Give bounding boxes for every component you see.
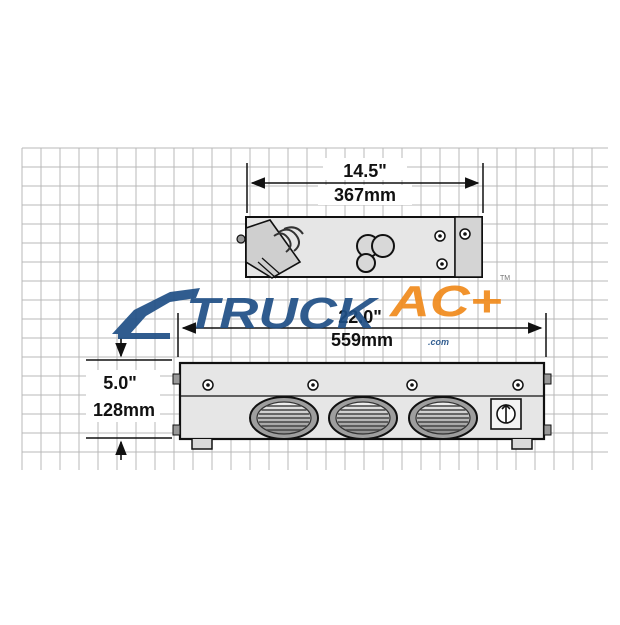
height-dimension: 5.0" 128mm bbox=[86, 338, 172, 460]
bolt-icon bbox=[436, 258, 448, 270]
watermark-tm: TM bbox=[500, 275, 510, 282]
bolt-icon bbox=[406, 379, 418, 391]
top-dimension-inches: 14.5" bbox=[343, 161, 387, 181]
top-view-end-cap bbox=[454, 216, 483, 278]
coil-hose-icon bbox=[273, 226, 304, 253]
fitting-icon bbox=[356, 253, 376, 273]
front-view-unit bbox=[172, 361, 552, 450]
truck-silhouette-icon bbox=[112, 288, 200, 334]
rotary-knob-icon bbox=[490, 398, 522, 430]
oval-vent-icon bbox=[249, 396, 319, 440]
width-dimension-mm: 559mm bbox=[331, 330, 393, 350]
top-view-unit bbox=[236, 216, 483, 279]
bolt-icon bbox=[512, 379, 524, 391]
mount-foot bbox=[191, 439, 213, 450]
watermark-brand-truck: TRUCK bbox=[186, 289, 380, 338]
height-dimension-inches: 5.0" bbox=[103, 373, 137, 393]
fitting-icon bbox=[371, 234, 395, 258]
top-dimension-mm: 367mm bbox=[334, 185, 396, 205]
top-dimension: 14.5" 367mm bbox=[246, 158, 484, 213]
side-stud-icon bbox=[236, 234, 246, 244]
height-dimension-mm: 128mm bbox=[93, 400, 155, 420]
watermark-domain: .com bbox=[428, 337, 449, 347]
truck-ac-watermark: TRUCK AC+ TM .com bbox=[112, 275, 510, 347]
width-dimension-inches: 22.0" bbox=[338, 307, 382, 327]
bolt-icon bbox=[307, 379, 319, 391]
bolt-icon bbox=[202, 379, 214, 391]
oval-vent-icon bbox=[408, 396, 478, 440]
oval-vent-icon bbox=[328, 396, 398, 440]
width-dimension: 22.0" 559mm bbox=[177, 307, 547, 357]
bolt-icon bbox=[434, 230, 446, 242]
bolt-icon bbox=[459, 228, 471, 240]
watermark-brand-ac: AC+ bbox=[389, 277, 502, 326]
mount-foot bbox=[511, 439, 533, 450]
